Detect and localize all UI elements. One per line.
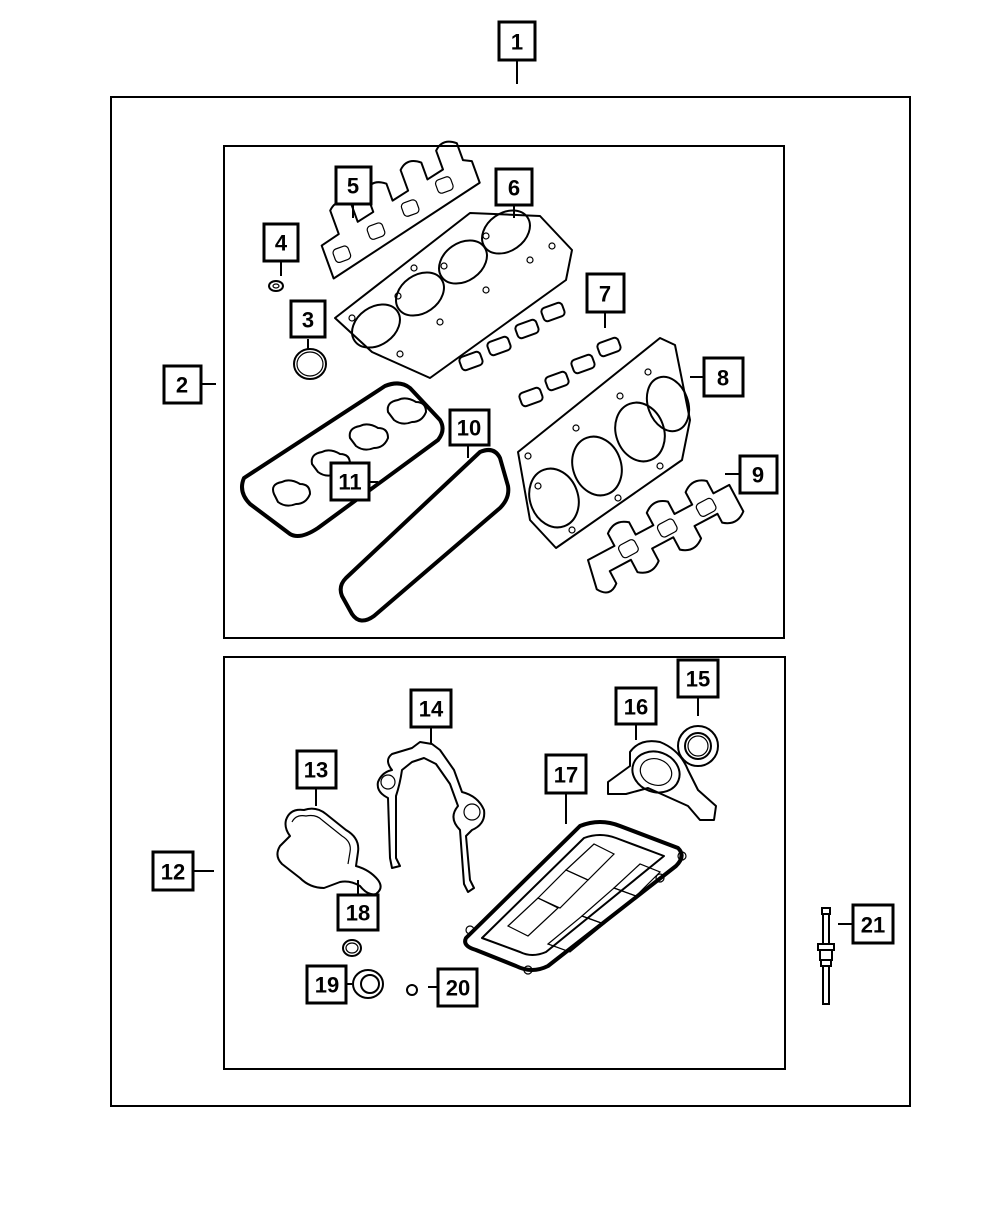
timing-cover-gasket — [376, 741, 486, 893]
callout-19-label: 19 — [315, 973, 339, 998]
callout-6: 6 — [494, 167, 534, 207]
cylinder-head-gasket-left — [334, 209, 573, 379]
callout-5-label: 5 — [347, 174, 359, 199]
callout-14: 14 — [409, 688, 453, 729]
exhaust-manifold-gasket-right — [587, 479, 745, 594]
lower-gasket-set-frame — [223, 656, 786, 1070]
callout-17-label: 17 — [554, 763, 578, 788]
callout-8-label: 8 — [717, 366, 729, 391]
head-bolt — [817, 907, 835, 1005]
callout-2-label: 2 — [176, 373, 188, 398]
callout-18: 18 — [336, 893, 380, 932]
callout-7: 7 — [585, 272, 626, 314]
cylinder-head-gasket-right — [517, 337, 691, 549]
callout-16-label: 16 — [624, 695, 648, 720]
exhaust-manifold-gasket-left — [320, 140, 481, 280]
callout-1-label: 1 — [511, 30, 523, 55]
callout-21: 21 — [851, 903, 895, 945]
callout-13: 13 — [295, 749, 338, 790]
front-crankshaft-seal — [352, 969, 384, 999]
callout-10-label: 10 — [457, 416, 481, 441]
callout-9-label: 9 — [752, 463, 764, 488]
callout-11-label: 11 — [338, 470, 361, 495]
callout-3-label: 3 — [302, 308, 314, 333]
callout-12-label: 12 — [161, 860, 185, 885]
callout-20: 20 — [436, 967, 479, 1008]
rear-main-seal-retainer — [607, 740, 717, 821]
callout-8: 8 — [702, 356, 745, 398]
callout-12: 12 — [151, 850, 195, 892]
valve-cover-gasket-right — [338, 448, 511, 623]
small-o-ring — [342, 939, 362, 957]
callout-4: 4 — [262, 222, 300, 263]
o-ring-seal — [293, 348, 327, 380]
callout-10: 10 — [448, 408, 491, 447]
oil-pan-gasket — [463, 820, 687, 975]
callout-4-label: 4 — [275, 231, 288, 256]
callout-7-label: 7 — [599, 282, 611, 307]
valve-cover-gasket-left — [240, 381, 445, 538]
rear-main-seal — [677, 725, 719, 767]
callout-16: 16 — [614, 686, 658, 726]
callout-11: 11 — [329, 461, 371, 502]
callout-20-label: 20 — [446, 976, 470, 1001]
callout-21-label: 21 — [861, 913, 885, 938]
water-pump-gasket — [276, 807, 382, 896]
outer-kit-frame — [110, 96, 911, 1107]
callout-3: 3 — [289, 299, 327, 339]
valve-stem-seal — [268, 280, 284, 292]
callout-17: 17 — [544, 753, 588, 795]
callout-18-label: 18 — [346, 901, 370, 926]
callout-13-label: 13 — [304, 758, 328, 783]
intake-port-gaskets — [458, 301, 622, 408]
callout-2: 2 — [162, 364, 203, 405]
callout-15-label: 15 — [686, 667, 710, 692]
tiny-o-ring — [406, 984, 418, 996]
callout-15: 15 — [676, 658, 720, 699]
callout-6-label: 6 — [508, 176, 520, 201]
callout-19: 19 — [305, 964, 348, 1005]
upper-gasket-set-frame — [223, 145, 785, 639]
callout-1: 1 — [497, 20, 537, 62]
callout-9: 9 — [738, 454, 779, 495]
callout-14-label: 14 — [419, 697, 444, 722]
callout-5: 5 — [334, 165, 373, 206]
